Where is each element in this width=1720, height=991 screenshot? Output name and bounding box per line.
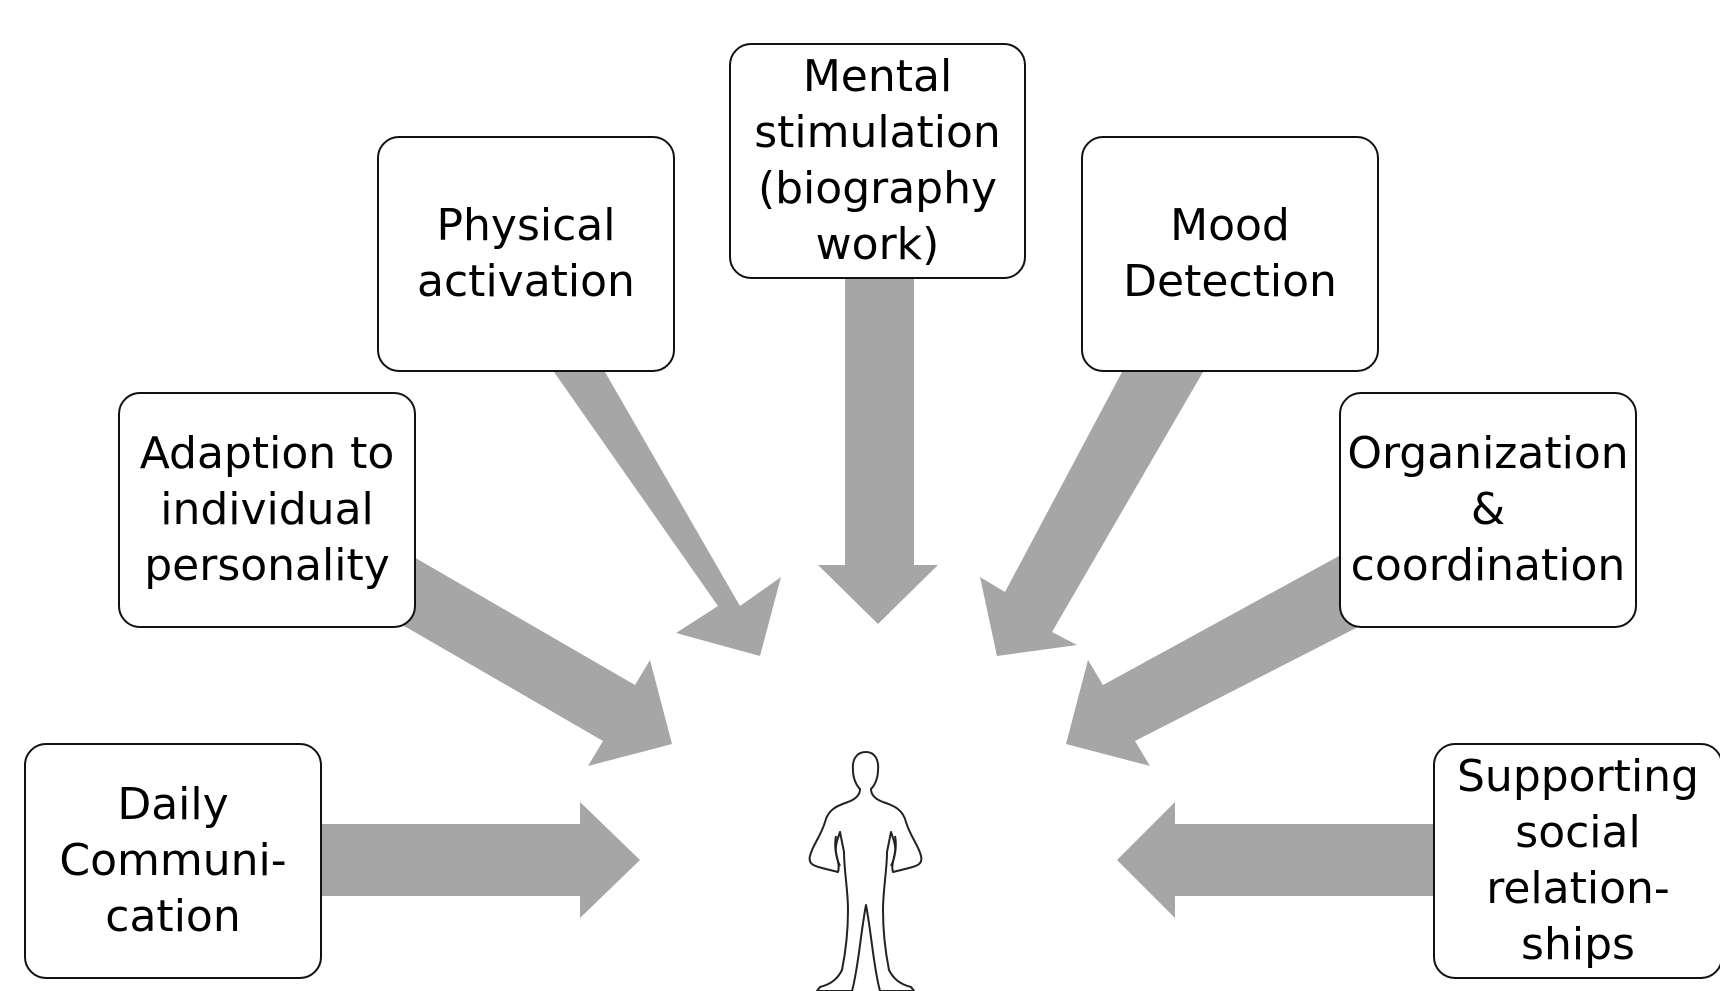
- box-daily-communication: Daily Communi- cation: [24, 743, 322, 979]
- arrow-daily: [320, 802, 640, 918]
- label-mood-detection: Mood Detection: [1123, 200, 1337, 307]
- box-organization-coordination: Organization & coordination: [1339, 392, 1637, 628]
- label-daily-communication: Daily Communi- cation: [59, 779, 287, 942]
- arrow-mood: [980, 372, 1203, 656]
- arrow-physical-final: [554, 372, 781, 656]
- arrow-adaption: [380, 556, 672, 766]
- arrow-mental: [818, 279, 938, 624]
- box-physical-activation: Physical activation: [377, 136, 675, 372]
- arrow-organization: [1066, 556, 1358, 766]
- box-adaption-to-individual-personality: Adaption to individual personality: [118, 392, 416, 628]
- person-silhouette-icon: [808, 751, 923, 991]
- label-supporting-social-relationships: Supporting social relation- ships: [1457, 751, 1699, 970]
- box-supporting-social-relationships: Supporting social relation- ships: [1433, 743, 1720, 979]
- label-organization-coordination: Organization & coordination: [1347, 428, 1629, 591]
- arrow-supporting: [1117, 802, 1433, 918]
- box-mental-stimulation: Mental stimulation (biography work): [729, 43, 1026, 279]
- label-physical-activation: Physical activation: [417, 200, 635, 307]
- label-adaption-to-individual-personality: Adaption to individual personality: [139, 428, 395, 591]
- box-mood-detection: Mood Detection: [1081, 136, 1379, 372]
- label-mental-stimulation: Mental stimulation (biography work): [754, 51, 1001, 270]
